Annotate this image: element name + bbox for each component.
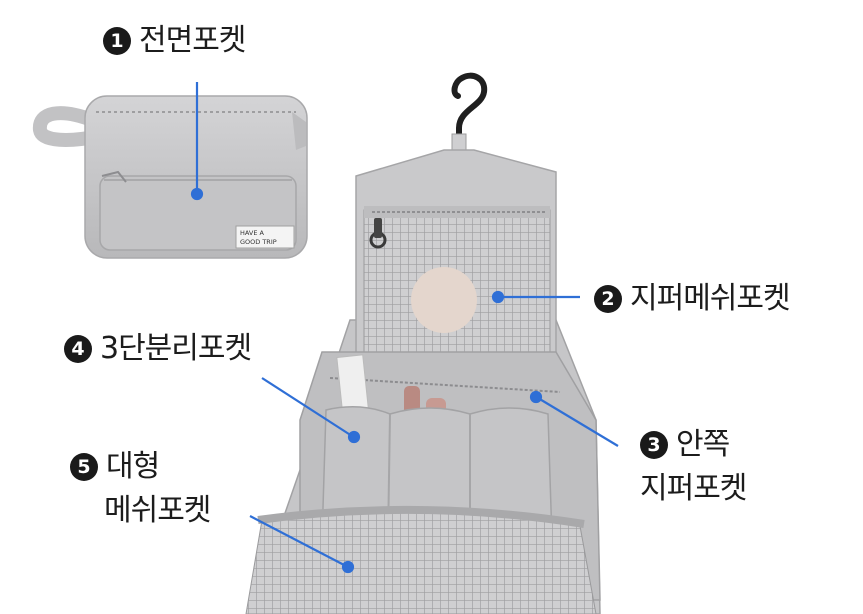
callout-number-4: 4 <box>64 335 92 363</box>
callout-large-mesh-pocket: 5 대형 메쉬포켓 <box>70 449 211 528</box>
pointer-lines <box>190 82 619 574</box>
callout-text-4: 3단분리포켓 <box>100 331 252 366</box>
callout-text-5b: 메쉬포켓 <box>104 493 211 528</box>
callout-zipper-mesh-pocket: 2 지퍼메쉬포켓 <box>594 281 791 316</box>
tag-text-line2: GOOD TRIP <box>240 238 277 246</box>
callout-number-1: 1 <box>103 27 131 55</box>
callout-three-tier-pocket: 4 3단분리포켓 <box>64 331 252 366</box>
hanger-hook <box>451 72 488 159</box>
product-tag <box>235 225 295 249</box>
tag-text-line1: HAVE A <box>240 229 265 237</box>
callout-text-5a: 대형 <box>106 449 160 484</box>
callout-text-2: 지퍼메쉬포켓 <box>630 281 791 316</box>
callout-front-pocket: 1 전면포켓 <box>103 23 246 58</box>
mesh-item <box>411 267 477 333</box>
callout-text-3a: 안쪽 <box>676 427 730 462</box>
inner-zipper <box>329 377 561 393</box>
open-bag <box>245 149 601 614</box>
callout-number-5: 5 <box>70 453 98 481</box>
callout-text-1: 전면포켓 <box>139 23 246 58</box>
bag-handle <box>32 106 107 147</box>
closed-bag: HAVE A GOOD TRIP <box>32 95 308 259</box>
callout-number-2: 2 <box>594 285 622 313</box>
callout-inner-zipper-pocket: 3 안쪽 지퍼포켓 <box>640 427 747 506</box>
callout-text-3b: 지퍼포켓 <box>640 471 747 506</box>
large-mesh-pocket <box>245 510 597 614</box>
callout-number-3: 3 <box>640 431 668 459</box>
